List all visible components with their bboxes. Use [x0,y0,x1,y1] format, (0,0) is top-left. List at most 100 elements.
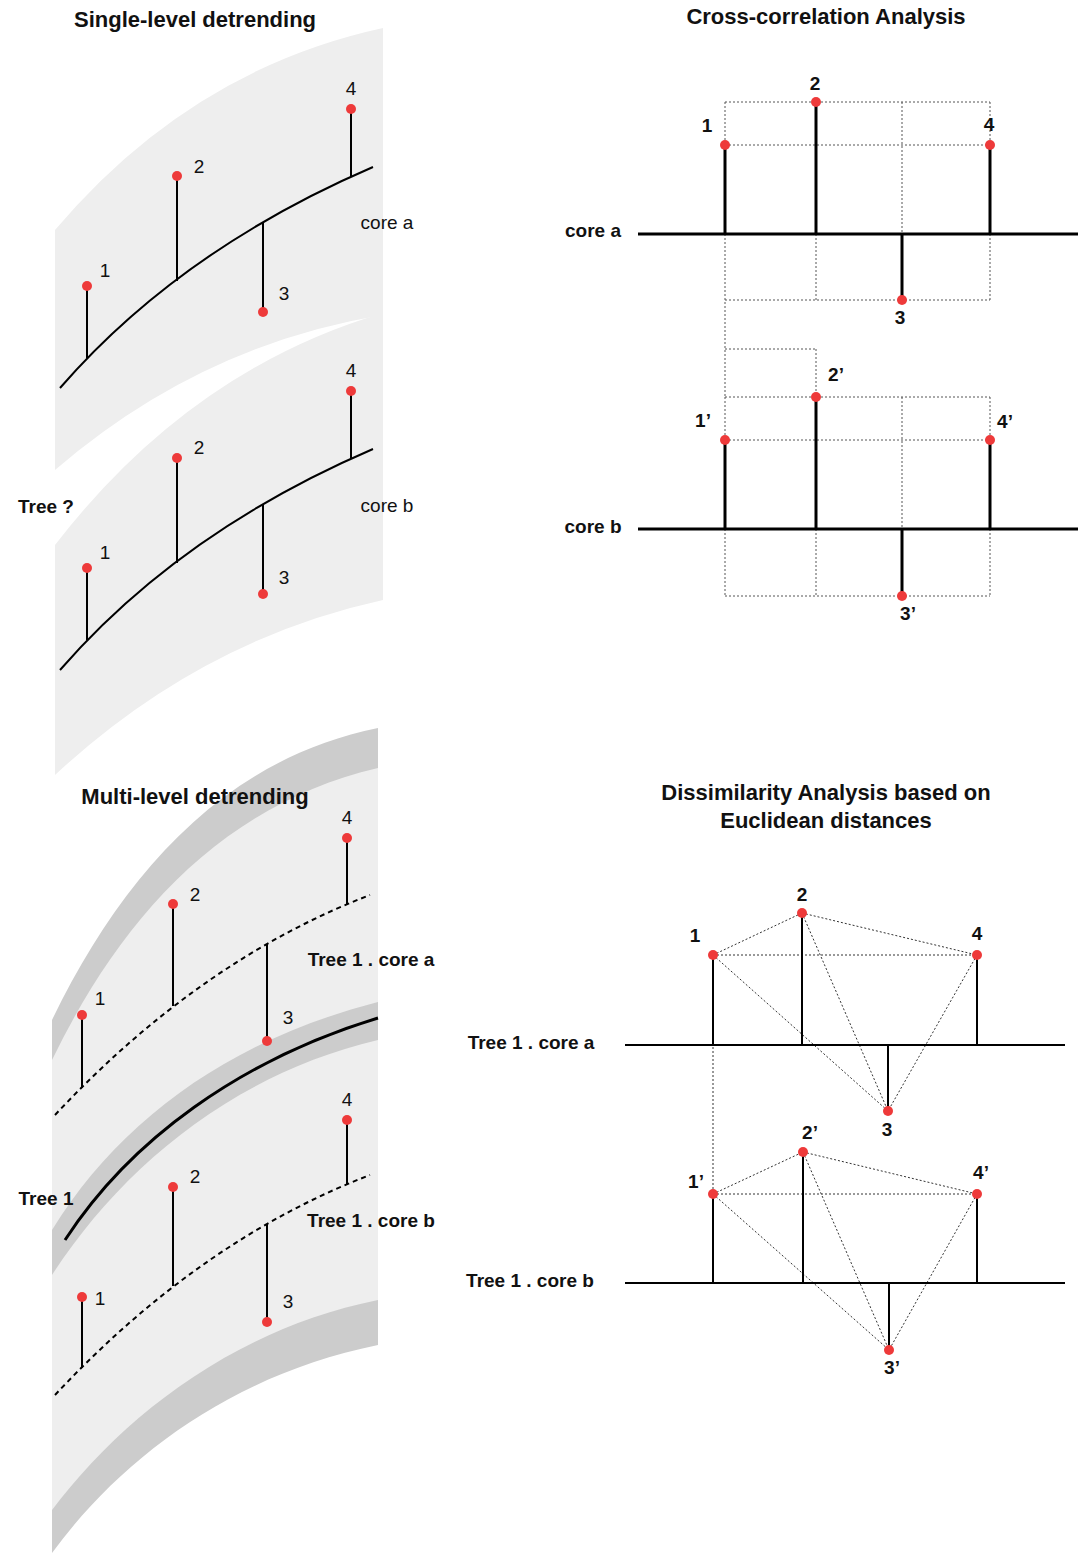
distance-line [713,1194,977,1195]
distance-line [713,1194,889,1350]
point-markers [720,97,995,601]
distance-line [713,1152,803,1194]
callout-number: 3’ [884,1357,900,1380]
point-markers [77,833,352,1327]
guide-line [816,102,817,300]
tree-band [55,313,383,775]
callout-number: 2 [190,1166,201,1189]
distance-line [802,913,888,1111]
tree-label: Tree ? [18,496,74,519]
callout-number: 1 [100,260,111,283]
red-dot [82,563,92,573]
callout-number: 1’ [688,1171,704,1194]
red-dot [346,386,356,396]
residual-stem [712,1194,714,1283]
callout-number: 4 [342,1089,353,1112]
panel-title: Multi-level detrending [81,784,308,810]
distance-line [713,955,888,1111]
residual-stem [346,838,348,905]
distance-line [713,955,977,956]
callout-number: 3 [279,567,290,590]
residual-stem [86,286,88,358]
distance-lines [713,913,977,1350]
residual-stem [172,1187,174,1286]
red-dot [972,1189,982,1199]
guide-line [816,349,817,397]
red-dot [258,307,268,317]
residual-stem [989,440,992,529]
point-markers [708,908,982,1355]
callout-number: 2’ [802,1122,818,1145]
red-dot [172,453,182,463]
callout-number: 3 [895,307,906,330]
guide-line [816,397,817,596]
callout-number: 1 [95,1288,106,1311]
red-dot [985,435,995,445]
callout-number: 3 [279,283,290,306]
callout-number: 2 [194,156,205,179]
callout-number: 4 [972,923,983,946]
core-label: Tree 1 . core b [466,1270,594,1293]
axis-line [625,1282,1065,1284]
core-label: Tree 1 . core a [468,1032,595,1055]
residual-stem [346,1120,348,1185]
residual-stem [350,391,352,459]
guide-line [725,440,990,441]
core-series [55,838,370,1395]
red-dot [797,908,807,918]
residual-stem [802,1152,804,1283]
red-dot [720,140,730,150]
core-label: core b [564,516,621,539]
residual-stem [176,458,178,563]
grid-guides [725,102,990,596]
callout-number: 2 [797,884,808,907]
core-curve [55,895,370,1115]
core-band [52,1040,378,1510]
red-dot [346,104,356,114]
axis-line [638,528,1078,531]
red-dot [897,591,907,601]
red-dot [172,171,182,181]
red-dot [708,1189,718,1199]
residual-stem [887,1045,889,1111]
residual-stem [901,234,904,300]
panel-title: Single-level detrending [74,7,316,33]
residual-stem [712,955,714,1045]
panel-title: Cross-correlation Analysis [686,4,965,30]
core-label: Tree 1 . core b [307,1210,435,1233]
callout-number: 1 [100,542,111,565]
tree-band [52,728,378,1553]
residual-stem [266,1224,268,1322]
guide-line [725,300,990,301]
guide-line [725,102,990,103]
red-dot [77,1010,87,1020]
callout-number: 3 [283,1007,294,1030]
distance-line [888,955,977,1111]
core-a-series [60,109,373,388]
series-axes [625,913,1065,1350]
distance-line [889,1194,977,1350]
detrend-curve [60,167,373,388]
guide-line [990,397,991,596]
residual-stem [350,109,352,177]
callout-number: 4 [346,78,357,101]
guide-line [902,397,903,596]
red-dot [798,1147,808,1157]
tree-curve [65,1018,378,1240]
core-b-series [60,391,373,670]
callout-number: 3 [882,1119,893,1142]
red-dot [262,1317,272,1327]
residual-stem [976,955,978,1045]
detrend-curve [60,449,373,670]
core-curve [55,1175,370,1395]
distance-line [713,955,714,1194]
callout-number: 3’ [900,603,916,626]
axis-line [638,233,1078,236]
residual-stem [172,904,174,1006]
red-dot [82,281,92,291]
residual-stem [81,1297,83,1368]
point-markers [82,104,356,599]
residual-stem [815,102,818,234]
residual-stem [888,1283,890,1350]
red-dot [262,1036,272,1046]
